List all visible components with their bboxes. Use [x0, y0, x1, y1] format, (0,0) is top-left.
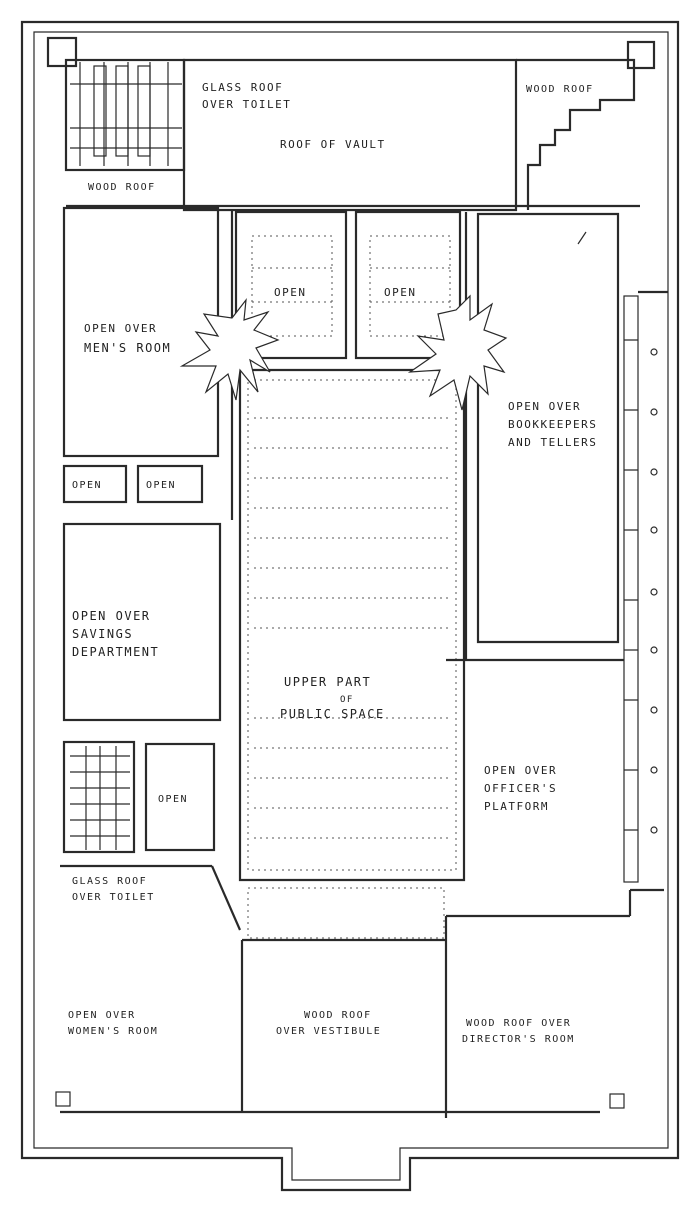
label-public-space-1: UPPER PART	[284, 675, 371, 689]
label-wood-roof-directors-1: WOOD ROOF OVER	[466, 1018, 571, 1029]
label-open-over-mens-1: OPEN OVER	[84, 322, 157, 335]
label-open-over-bookkeepers-2: BOOKKEEPERS	[508, 418, 597, 431]
outer-walls	[20, 20, 680, 1192]
roof-of-vault-outline	[182, 58, 518, 212]
label-glass-roof-top-2: OVER TOILET	[202, 98, 291, 111]
label-wood-roof-top-right: WOOD ROOF	[526, 84, 594, 95]
label-public-space-2: OF	[340, 695, 354, 705]
label-glass-roof-bottom-1: GLASS ROOF	[72, 876, 147, 887]
label-wood-roof-directors-2: DIRECTOR'S ROOM	[462, 1034, 575, 1045]
label-wood-roof-vestibule-1: WOOD ROOF	[304, 1010, 372, 1021]
label-glass-roof-bottom-2: OVER TOILET	[72, 892, 155, 903]
label-open-left-small: OPEN	[274, 286, 307, 299]
label-open-over-womens-1: OPEN OVER	[68, 1010, 136, 1021]
label-open-over-bookkeepers-1: OPEN OVER	[508, 400, 581, 413]
label-wood-roof-top-left: WOOD ROOF	[88, 182, 156, 193]
label-open-over-mens-2: MEN'S ROOM	[84, 341, 171, 355]
label-open-right-small: OPEN	[384, 286, 417, 299]
label-glass-roof-top-1: GLASS ROOF	[202, 81, 283, 94]
label-open-over-savings-1: OPEN OVER	[72, 609, 151, 623]
damage-burst-right	[407, 294, 508, 411]
bottom-rooms	[60, 888, 664, 1118]
label-open-over-officers-2: OFFICER'S	[484, 782, 557, 795]
label-open-over-savings-2: SAVINGS	[72, 627, 133, 641]
central-wells	[234, 210, 468, 660]
label-open-a: OPEN	[72, 480, 102, 491]
label-open-over-womens-2: WOMEN'S ROOM	[68, 1026, 158, 1037]
label-open-c: OPEN	[158, 794, 188, 805]
public-space-area	[238, 368, 466, 939]
label-open-over-savings-3: DEPARTMENT	[72, 645, 159, 659]
label-open-over-officers-1: OPEN OVER	[484, 764, 557, 777]
label-open-b: OPEN	[146, 480, 176, 491]
wood-roof-top-right-outline	[516, 58, 636, 210]
labels: GLASS ROOF OVER TOILET WOOD ROOF ROOF OF…	[68, 81, 597, 1045]
label-roof-of-vault: ROOF OF VAULT	[280, 138, 386, 151]
right-rooms	[446, 212, 668, 883]
damage-burst-left	[179, 297, 280, 401]
skylight-grid-top	[64, 58, 186, 172]
label-open-over-officers-3: PLATFORM	[484, 800, 549, 813]
label-open-over-bookkeepers-3: AND TELLERS	[508, 436, 597, 449]
label-public-space-3: PUBLIC SPACE	[280, 707, 385, 721]
label-wood-roof-vestibule-2: OVER VESTIBULE	[276, 1026, 381, 1037]
